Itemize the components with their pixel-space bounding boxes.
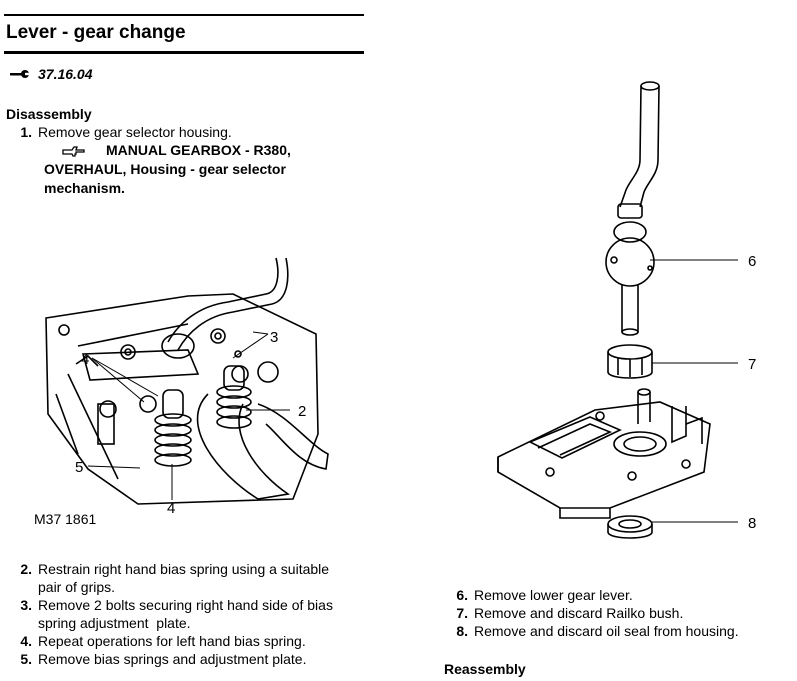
steps-left: 2. Restrain right hand bias spring using…	[10, 560, 333, 668]
step-7: 7. Remove and discard Railko bush.	[446, 604, 739, 622]
xref-line-1: MANUAL GEARBOX - R380,	[106, 142, 291, 158]
figure-code: M37 1861	[34, 511, 96, 527]
callout-5: 5	[75, 459, 83, 476]
step-2: 2. Restrain right hand bias spring using…	[10, 560, 333, 596]
gear-lever-exploded-illustration: 6 7 8	[497, 81, 756, 539]
xref-line-2: OVERHAUL, Housing - gear selector	[44, 161, 286, 177]
step-5-text: Remove bias springs and adjustment plate…	[38, 651, 307, 667]
callout-7: 7	[748, 356, 756, 373]
step-5-number: 5.	[20, 651, 32, 667]
step-7-text: Remove and discard Railko bush.	[474, 605, 684, 621]
step-3-line-2: spring adjustment plate.	[38, 615, 191, 631]
step-8: 8. Remove and discard oil seal from hous…	[446, 622, 739, 640]
reference-number: 37.16.04	[38, 66, 93, 82]
reference-line: 37.16.04	[10, 66, 93, 82]
callout-4-upper: 4	[81, 351, 89, 368]
step-8-number: 8.	[456, 623, 468, 639]
bias-spring-illustration: 3 2 4 4 5 M37 1861	[34, 257, 329, 527]
steps-right: 6. Remove lower gear lever. 7. Remove an…	[446, 586, 739, 640]
callout-2: 2	[298, 403, 306, 420]
step-1-number: 1.	[20, 124, 32, 140]
spanner-icon	[10, 70, 30, 78]
step-3-text: Remove 2 bolts securing right hand side …	[38, 596, 333, 632]
cross-reference[interactable]: MANUAL GEARBOX - R380, OVERHAUL, Housing…	[44, 141, 344, 198]
step-3: 3. Remove 2 bolts securing right hand si…	[10, 596, 333, 632]
step-4-number: 4.	[20, 633, 32, 649]
callout-6: 6	[748, 253, 756, 270]
reassembly-heading: Reassembly	[444, 661, 526, 677]
disassembly-heading: Disassembly	[6, 106, 92, 122]
callout-4-lower: 4	[167, 500, 175, 517]
step-5: 5. Remove bias springs and adjustment pl…	[10, 650, 333, 668]
step-6-text: Remove lower gear lever.	[474, 587, 633, 603]
step-2-line-1: Restrain right hand bias spring using a …	[38, 561, 330, 577]
step-1-text: Remove gear selector housing.	[38, 124, 232, 140]
step-3-line-1: Remove 2 bolts securing right hand side …	[38, 597, 333, 613]
step-4-text: Repeat operations for left hand bias spr…	[38, 633, 306, 649]
step-6-number: 6.	[456, 587, 468, 603]
step-2-line-2: pair of grips.	[38, 579, 116, 595]
callout-3: 3	[270, 329, 278, 346]
step-2-text: Restrain right hand bias spring using a …	[38, 560, 329, 596]
step-8-text: Remove and discard oil seal from housing…	[474, 623, 739, 639]
xref-line-3: mechanism.	[44, 180, 125, 196]
page-title: Lever - gear change	[6, 22, 186, 43]
header-bottom-rule	[4, 51, 364, 54]
step-6: 6. Remove lower gear lever.	[446, 586, 739, 604]
step-2-number: 2.	[20, 561, 32, 577]
step-7-number: 7.	[456, 605, 468, 621]
callout-8: 8	[748, 515, 756, 532]
step-4: 4. Repeat operations for left hand bias …	[10, 632, 333, 650]
step-1: 1. Remove gear selector housing.	[10, 123, 232, 141]
header-top-rule	[4, 14, 364, 16]
step-3-number: 3.	[20, 597, 32, 613]
pointing-hand-icon	[62, 145, 85, 157]
